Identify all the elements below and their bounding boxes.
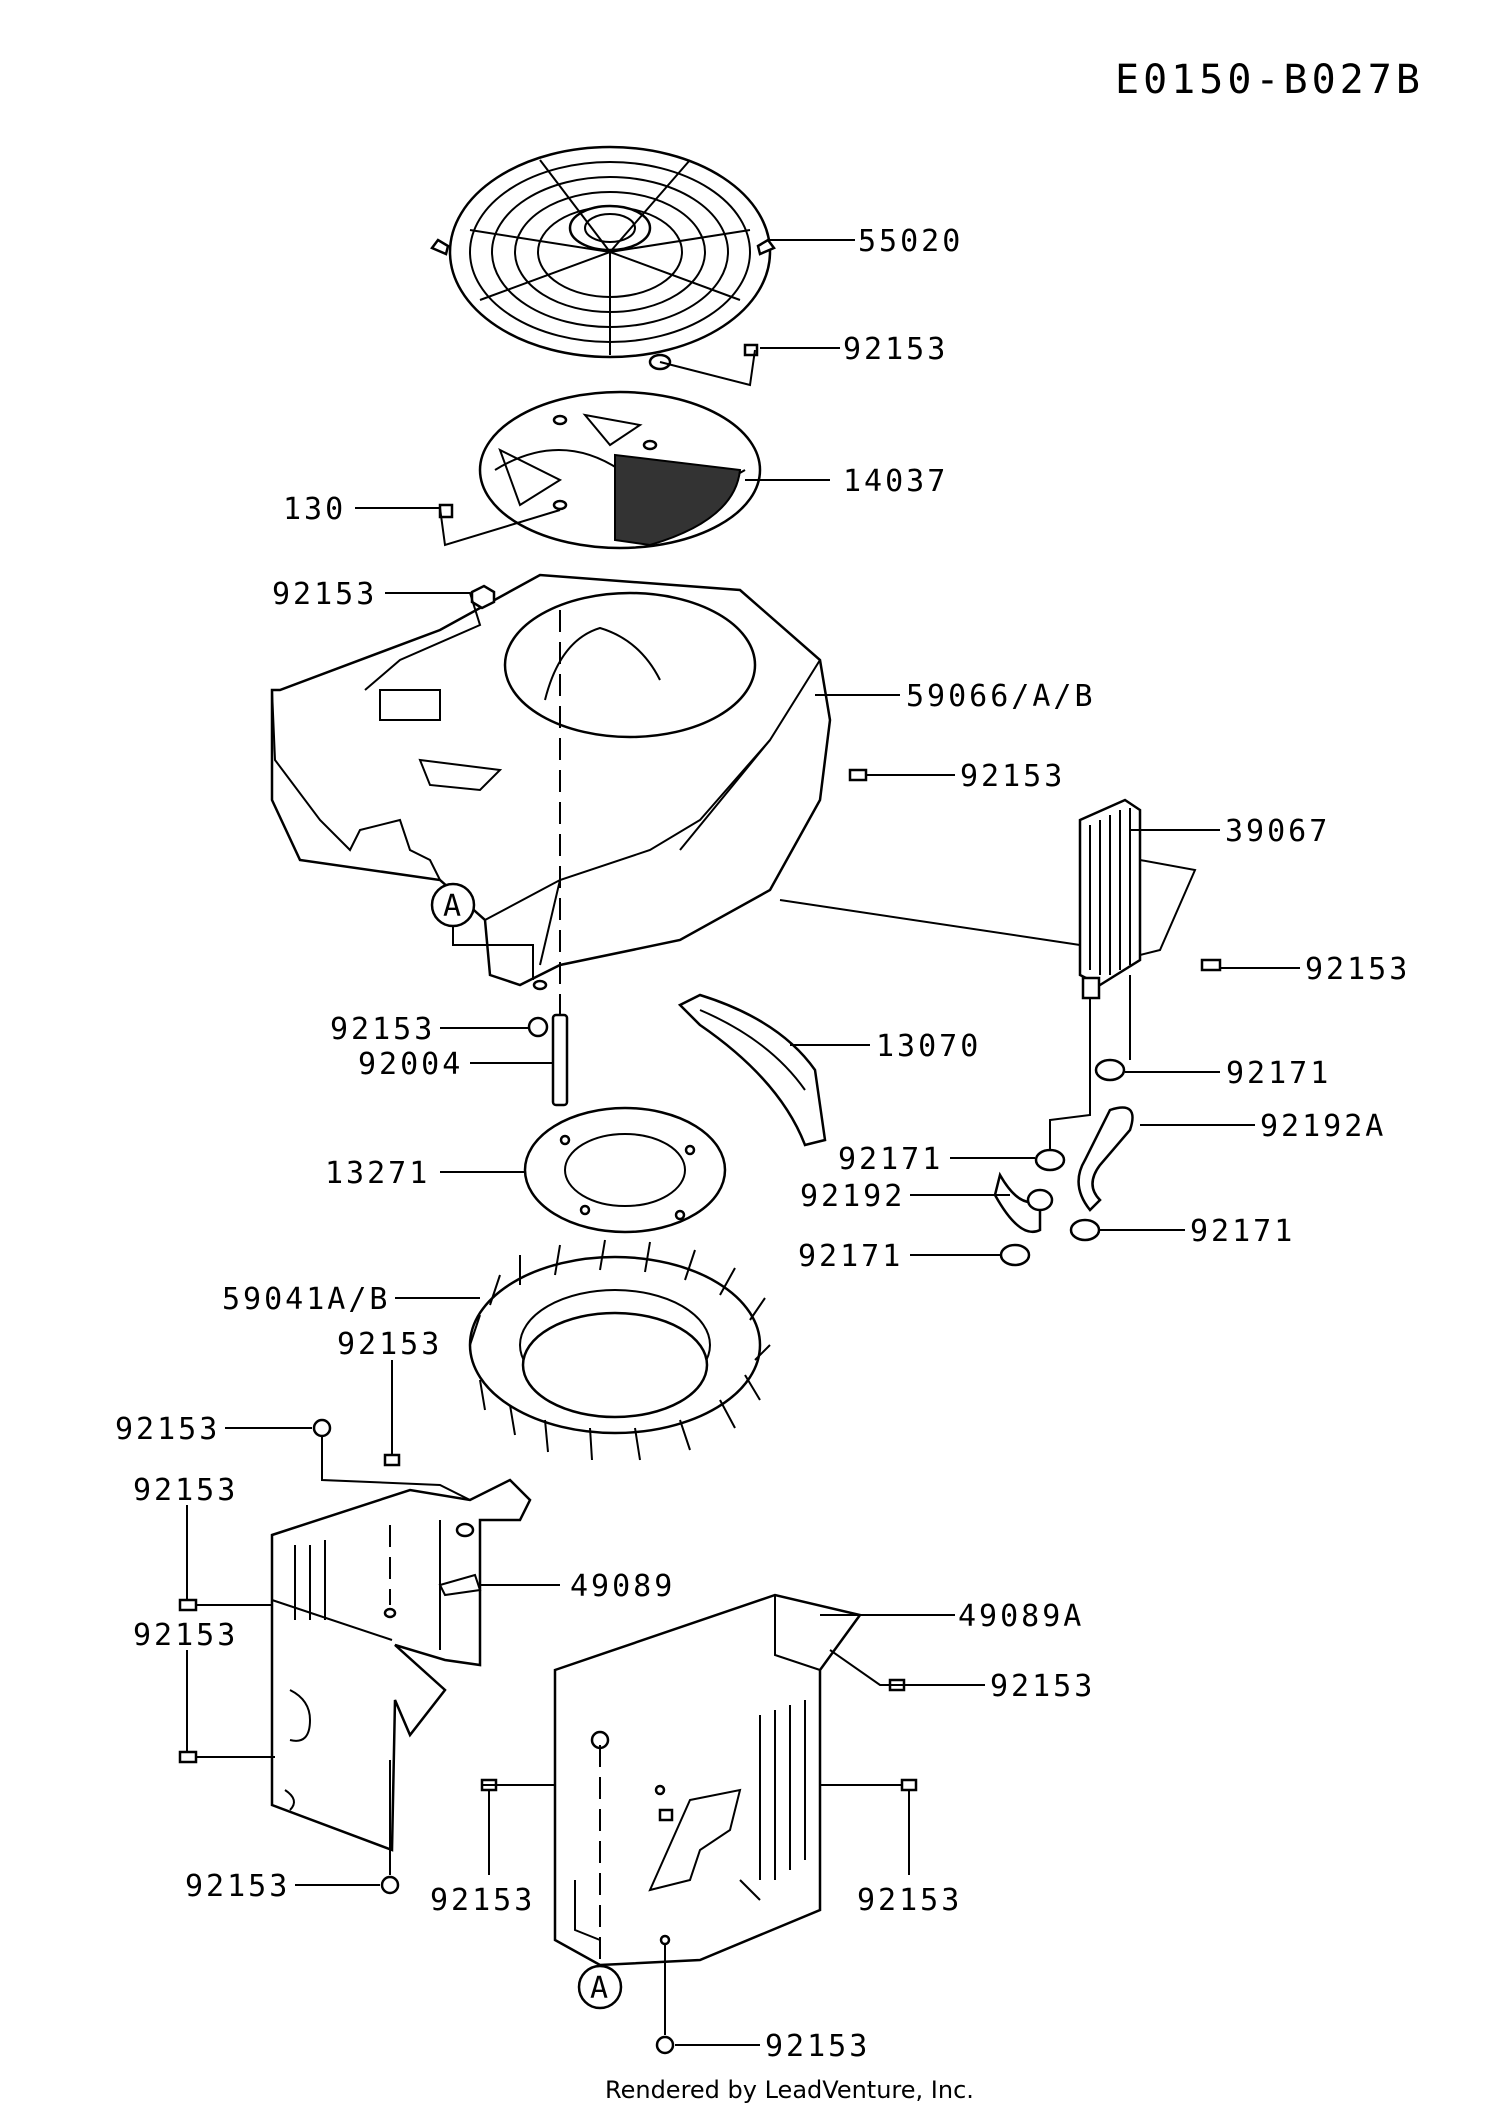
label-92153-bottom-mid-right: 92153 (857, 1883, 962, 1918)
shroud-49089 (270, 1478, 532, 1852)
label-92171-upper: 92171 (1226, 1056, 1331, 1091)
stud-92004 (551, 1013, 569, 1107)
svg-text:A: A (443, 889, 464, 924)
label-92153-housing-right: 92153 (960, 759, 1065, 794)
leader-lines (186, 239, 1300, 2046)
shroud-49089A (553, 1593, 863, 1967)
label-92153-screen: 92153 (843, 332, 948, 367)
label-59041: 59041A/B (222, 1282, 391, 1317)
label-92153-top-left: 92153 (272, 577, 377, 612)
dashed-assembly-lines (389, 610, 601, 1965)
hose-group (993, 1058, 1134, 1267)
label-92153-shroud-top: 92153 (115, 1412, 220, 1447)
label-92171-mid: 92171 (838, 1142, 943, 1177)
label-92153-right-shroud-bolt: 92153 (990, 1669, 1095, 1704)
label-49089A: 49089A (958, 1599, 1084, 1634)
blower-housing-59066 (270, 573, 832, 991)
label-92153-bottom-left: 92153 (185, 1869, 290, 1904)
label-59066: 59066/A/B (906, 679, 1096, 714)
fan-59041 (468, 1239, 771, 1461)
callout-A-upper: A (430, 882, 534, 980)
label-39067: 39067 (1225, 814, 1330, 849)
baffle-13070 (677, 993, 827, 1147)
label-92153-left-lower: 92153 (133, 1618, 238, 1653)
label-92153-housing-bottom: 92153 (330, 1012, 435, 1047)
label-130: 130 (283, 492, 346, 527)
credit-text: Rendered by LeadVenture, Inc. (605, 2076, 974, 2104)
label-13271: 13271 (325, 1156, 430, 1191)
label-14037: 14037 (843, 464, 948, 499)
cover-plate-14037 (478, 390, 762, 550)
label-92171-lower: 92171 (798, 1239, 903, 1274)
part-labels: 55020 92153 14037 130 92153 59066/A/B 92… (115, 224, 1410, 2064)
label-49089: 49089 (570, 1569, 675, 1604)
label-92171-right: 92171 (1190, 1214, 1295, 1249)
callout-A-lower: A (577, 1964, 623, 2010)
diagram-code: E0150-B027B (1115, 57, 1424, 103)
label-92153-bottom: 92153 (765, 2029, 870, 2064)
label-92192A: 92192A (1260, 1109, 1386, 1144)
label-92153-bottom-mid-left: 92153 (430, 1883, 535, 1918)
label-55020: 55020 (858, 224, 963, 259)
label-92004: 92004 (358, 1047, 463, 1082)
label-92153-fan: 92153 (337, 1327, 442, 1362)
label-13070: 13070 (876, 1029, 981, 1064)
svg-text:A: A (590, 1971, 611, 2006)
oil-cooler-39067 (1078, 798, 1197, 1070)
screen-55020 (430, 145, 776, 371)
fasteners (178, 343, 1222, 2055)
plate-13271 (523, 1106, 727, 1234)
label-92192: 92192 (800, 1179, 905, 1214)
label-92153-cooler: 92153 (1305, 952, 1410, 987)
label-92153-left-upper: 92153 (133, 1473, 238, 1508)
